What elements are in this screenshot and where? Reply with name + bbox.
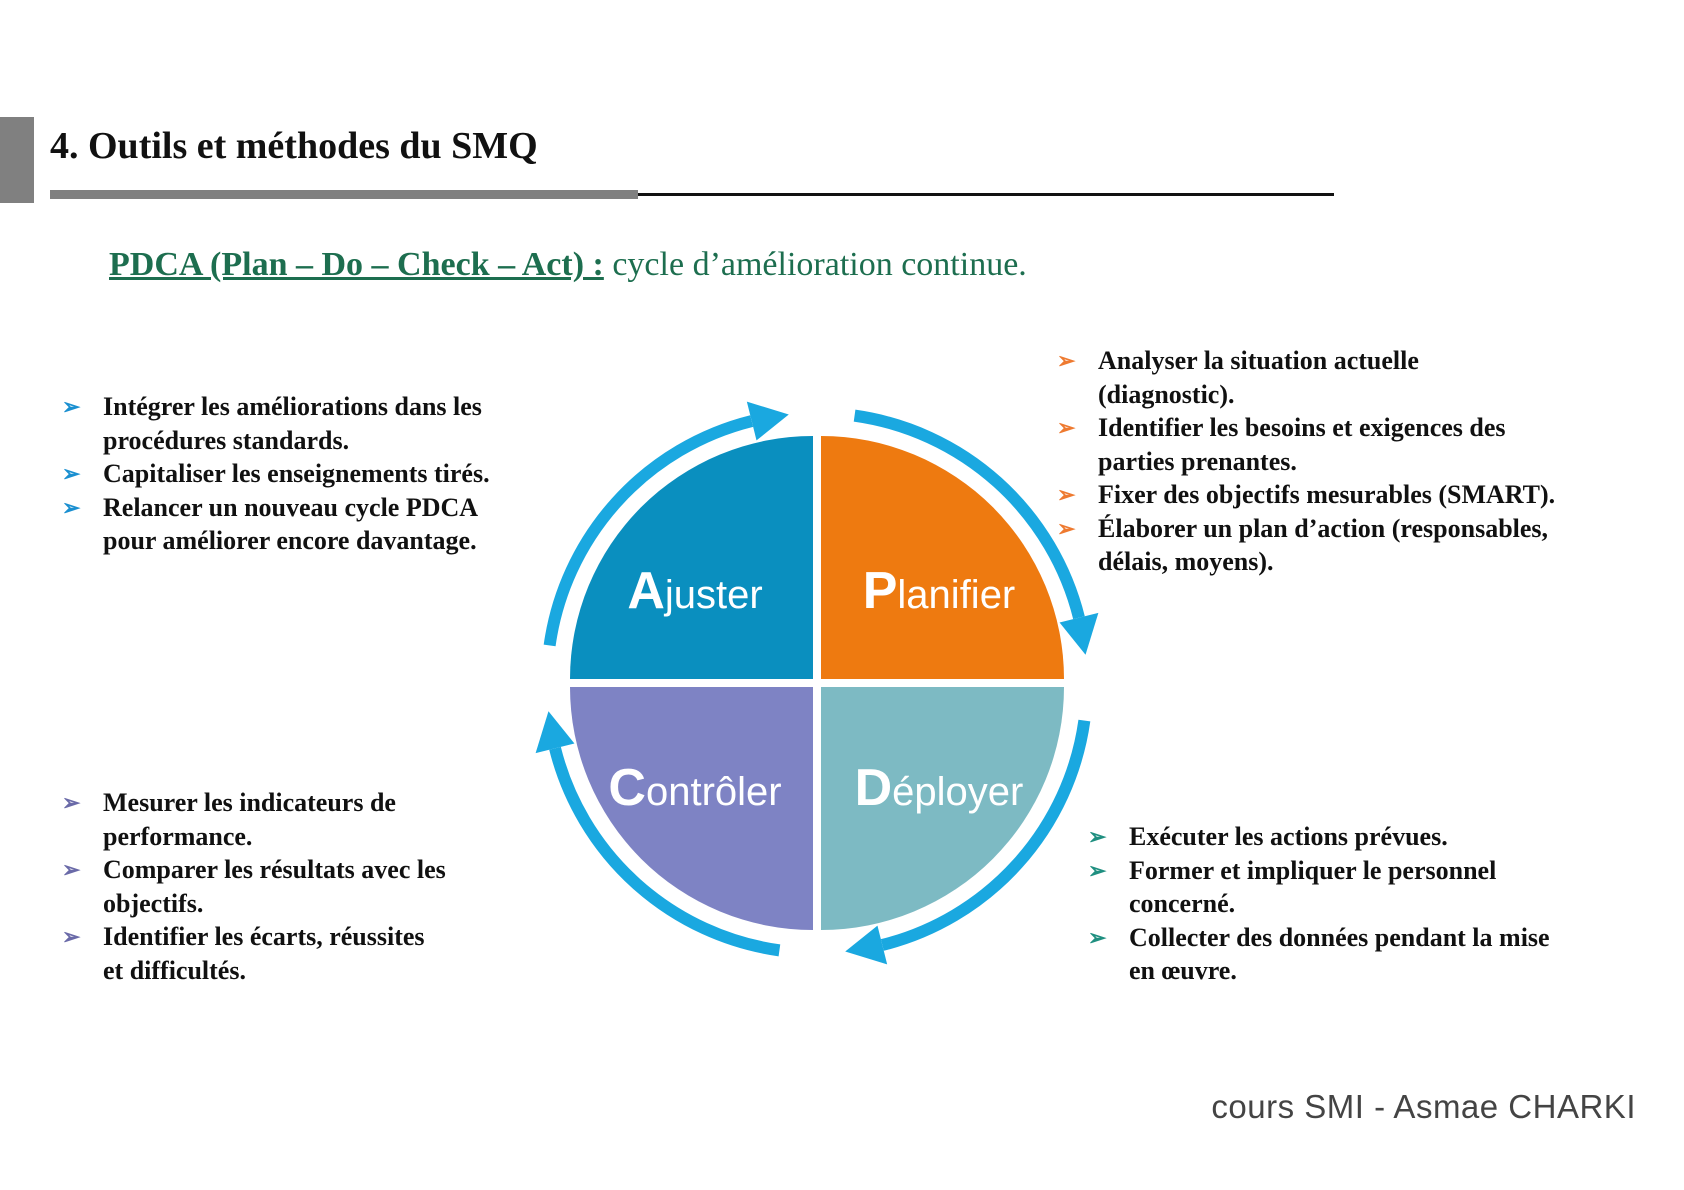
arrow-bullet-icon: ➢ [62,494,81,520]
list-item-text: Collecter des données pendant la mise [1129,922,1550,952]
list-item: ➢ Collecter des données pendant la mise en… [1088,921,1550,988]
list-item-text: délais, moyens). [1098,547,1274,576]
list-item-text: (diagnostic). [1098,379,1235,409]
arrow-bullet-icon: ➢ [62,924,81,949]
cycle-ring-arc [549,746,781,957]
footer-credit: cours SMI - Asmae CHARKI [1211,1088,1636,1125]
list-item: ➢ Analyser la situation actuelle (diagnost… [1057,344,1555,411]
quadrant-label-ajuster: Ajuster [627,562,762,620]
cycle-arrowhead-icon [535,711,575,754]
list-item: ➢ Identifier les écarts, réussites et diff… [62,920,446,987]
list-item-text: Intégrer les améliorations dans les [103,392,482,421]
quadrant-label-controler: Contrôler [608,759,781,817]
quadrant-label-planifier: Planifier [863,562,1016,620]
subtitle-rest: cycle d’amélioration continue. [603,246,1027,283]
list-item-text: Former et impliquer le personnel [1129,855,1497,885]
do-bullet-list: ➢ Exécuter les actions prévues. ➢ Former et… [1088,820,1550,988]
quadrant-controler [570,687,813,930]
title-underline-gray [50,190,638,199]
slide-title: 4. Outils et méthodes du SMQ [50,125,538,167]
list-item: ➢ Relancer un nouveau cycle PDCA pour amél… [62,491,490,558]
arrow-bullet-icon: ➢ [62,857,81,882]
quadrant-ajuster [570,436,813,679]
list-item-text: en œuvre. [1129,956,1237,985]
arrow-bullet-icon: ➢ [62,790,81,815]
list-item-text: Capitaliser les enseignements tirés. [103,459,490,488]
list-item-text: parties prenantes. [1098,446,1297,476]
quadrant-deployer [821,687,1064,930]
cycle-arrowhead-icon [1059,612,1099,655]
arrow-bullet-icon: ➢ [1088,857,1107,883]
list-item-text: pour améliorer encore davantage. [103,526,477,555]
list-item-text: Relancer un nouveau cycle PDCA [103,492,479,522]
arrow-bullet-icon: ➢ [1088,824,1107,849]
list-item: ➢ Élaborer un plan d’action (responsables… [1057,512,1555,579]
arrow-bullet-icon: ➢ [1088,924,1107,950]
cycle-arrowhead-icon [746,401,789,441]
list-item: ➢ Mesurer les indicateurs de performance. [62,786,446,853]
list-item: ➢ Exécuter les actions prévues. [1088,820,1550,854]
list-item-text: objectifs. [103,888,204,918]
cycle-ring-arc [853,409,1085,620]
plan-bullet-list: ➢ Analyser la situation actuelle (diagnost… [1057,344,1555,579]
list-item-text: Comparer les résultats avec les [103,855,446,884]
title-underline-black [638,193,1334,196]
subtitle-key: PDCA (Plan – Do – Check – Act) : [109,246,604,283]
list-item-text: Mesurer les indicateurs de [103,788,396,817]
title-accent-bar [0,117,34,203]
cycle-ring-arc [880,719,1091,951]
list-item-text: Identifier les besoins et exigences des [1098,413,1506,442]
arrow-bullet-icon: ➢ [1057,482,1076,507]
arrow-bullet-icon: ➢ [1057,415,1076,440]
arrow-bullet-icon: ➢ [62,394,81,419]
arrow-bullet-icon: ➢ [62,461,81,486]
subtitle: PDCA (Plan – Do – Check – Act) : cycle d… [109,246,1027,284]
list-item-text: procédures standards. [103,425,350,455]
list-item: ➢ Capitaliser les enseignements tirés. [62,457,490,491]
quadrant-planifier [821,436,1064,679]
cycle-ring-arc [543,415,754,647]
quadrant-label-deployer: Déployer [855,759,1024,817]
list-item-text: Analyser la situation actuelle [1098,346,1419,375]
list-item-text: et difficultés. [103,955,246,985]
list-item: ➢ Identifier les besoins et exigences des… [1057,411,1555,478]
cycle-arrowhead-icon [845,925,888,965]
list-item-text: Fixer des objectifs mesurables (SMART). [1098,480,1556,509]
list-item-text: Identifier les écarts, réussites [103,922,425,951]
list-item: ➢ Fixer des objectifs mesurables (SMART). [1057,478,1555,512]
list-item-text: performance. [103,821,253,851]
list-item: ➢ Intégrer les améliorations dans les proc… [62,390,490,457]
arrow-bullet-icon: ➢ [1057,515,1076,541]
list-item: ➢ Comparer les résultats avec les objectif… [62,853,446,920]
act-bullet-list: ➢ Intégrer les améliorations dans les proc… [62,390,490,558]
list-item-text: Élaborer un plan d’action (responsables, [1098,513,1549,543]
list-item-text: concerné. [1129,889,1236,918]
list-item: ➢ Former et impliquer le personnel concern… [1088,854,1550,921]
arrow-bullet-icon: ➢ [1057,348,1076,373]
list-item-text: Exécuter les actions prévues. [1129,822,1448,851]
